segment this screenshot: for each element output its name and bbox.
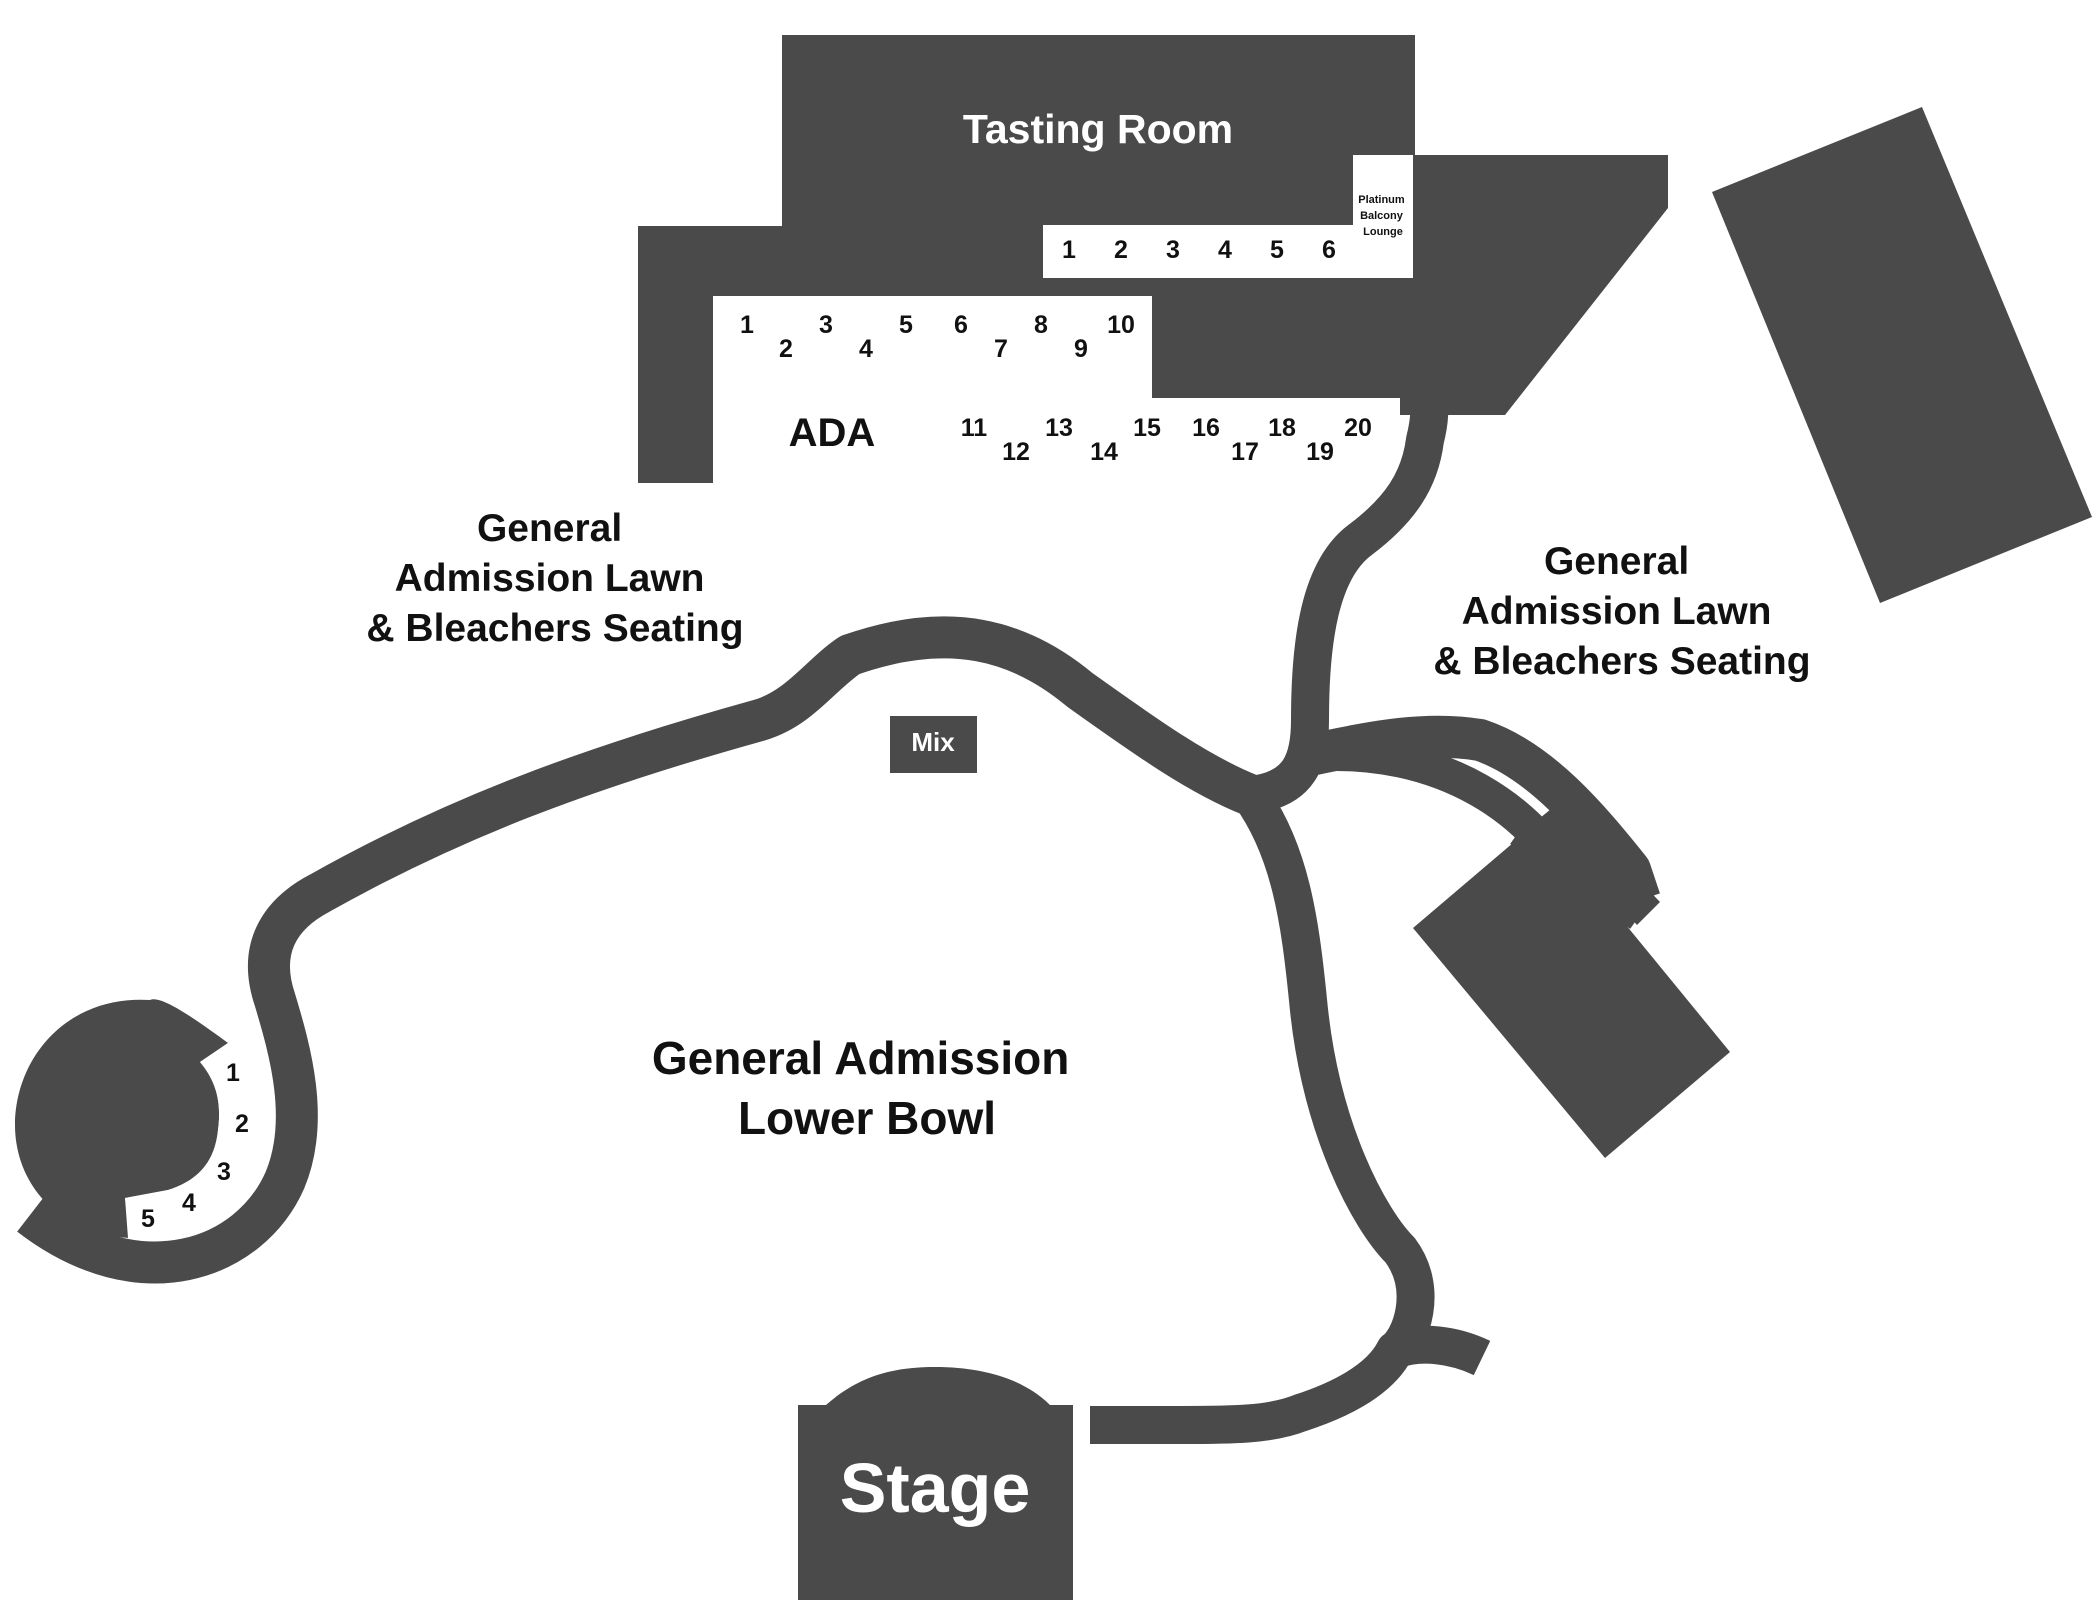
walkway-lower-bowl-right-edge bbox=[1090, 783, 1435, 1444]
balcony-seat[interactable]: 6 bbox=[1322, 236, 1336, 264]
ga-lawn-right-line-3: & Bleachers Seating bbox=[1433, 640, 1810, 683]
platinum-lounge-line-1: Platinum bbox=[1358, 194, 1405, 206]
balcony-seat[interactable]: 4 bbox=[1218, 236, 1232, 264]
walkway-left-loop bbox=[17, 616, 1258, 1284]
circle-booth-seat[interactable]: 4 bbox=[182, 1189, 196, 1217]
lower-row-seat[interactable]: 20 bbox=[1344, 414, 1372, 442]
lower-row-seat[interactable]: 19 bbox=[1306, 438, 1334, 466]
platinum-lounge-box bbox=[1353, 155, 1413, 278]
lower-row-seat-numbers: 11 12 13 14 15 16 17 18 19 20 bbox=[961, 414, 1372, 466]
mix-label: Mix bbox=[911, 727, 955, 757]
lower-row-seat[interactable]: 18 bbox=[1268, 414, 1296, 442]
platinum-lounge-label: Platinum Balcony Lounge bbox=[1358, 194, 1408, 238]
circle-booth-seat[interactable]: 1 bbox=[226, 1059, 240, 1087]
walkways bbox=[17, 388, 1660, 1444]
upper-row-seat[interactable]: 2 bbox=[779, 335, 793, 363]
balcony-seat[interactable]: 2 bbox=[1114, 236, 1128, 264]
lower-row-seat[interactable]: 16 bbox=[1192, 414, 1220, 442]
balcony-seat-numbers: 1 2 3 4 5 6 bbox=[1062, 236, 1336, 264]
stage-label: Stage bbox=[840, 1449, 1031, 1527]
balcony-seat[interactable]: 3 bbox=[1166, 236, 1180, 264]
upper-row-seat[interactable]: 4 bbox=[859, 335, 873, 363]
tasting-room-label: Tasting Room bbox=[963, 106, 1233, 152]
platinum-lounge-line-2: Balcony bbox=[1360, 210, 1404, 222]
upper-row-seat[interactable]: 9 bbox=[1074, 335, 1088, 363]
east-building bbox=[1712, 107, 2092, 603]
upper-row-seat[interactable]: 10 bbox=[1107, 311, 1135, 339]
southeast-building bbox=[1413, 820, 1730, 1158]
lower-bowl-label: General Admission Lower Bowl bbox=[652, 1032, 1082, 1144]
ga-lawn-left-line-1: General bbox=[477, 507, 622, 550]
ga-lawn-left-line-3: & Bleachers Seating bbox=[366, 607, 743, 650]
lower-row-seat[interactable]: 14 bbox=[1090, 438, 1118, 466]
lower-bowl-line-1: General Admission bbox=[652, 1032, 1070, 1084]
walkway-right-arm bbox=[1387, 1325, 1491, 1376]
upper-row-seat[interactable]: 7 bbox=[994, 335, 1008, 363]
balcony-seat-strip bbox=[1043, 225, 1413, 278]
lower-bowl-line-2: Lower Bowl bbox=[738, 1092, 996, 1144]
circle-booth-seat-numbers: 1 2 3 4 5 bbox=[141, 1059, 249, 1233]
ga-lawn-left-label: General Admission Lawn & Bleachers Seati… bbox=[366, 507, 743, 650]
platinum-lounge-line-3: Lounge bbox=[1363, 226, 1403, 238]
circle-booth-seat[interactable]: 3 bbox=[217, 1158, 231, 1186]
ga-lawn-right-label: General Admission Lawn & Bleachers Seati… bbox=[1433, 540, 1810, 683]
ga-lawn-right-line-1: General bbox=[1544, 540, 1689, 583]
lower-row-seat[interactable]: 13 bbox=[1045, 414, 1073, 442]
mix-position bbox=[890, 716, 977, 773]
ga-lawn-left-line-2: Admission Lawn bbox=[395, 557, 705, 600]
lower-row-seat[interactable]: 11 bbox=[961, 414, 988, 442]
upper-row-seat-numbers: 1 2 3 4 5 6 7 8 9 10 bbox=[740, 311, 1135, 363]
upper-row-seat[interactable]: 8 bbox=[1034, 311, 1048, 339]
circle-booth-inner-cut bbox=[125, 1043, 255, 1239]
lower-row-seat[interactable]: 12 bbox=[1002, 438, 1030, 466]
balcony-seat[interactable]: 5 bbox=[1270, 236, 1284, 264]
circle-booth bbox=[15, 999, 228, 1238]
stage-structure bbox=[798, 1367, 1073, 1600]
lower-row-seat[interactable]: 15 bbox=[1133, 414, 1161, 442]
upper-row-seat[interactable]: 6 bbox=[954, 311, 968, 339]
upper-row-seat[interactable]: 5 bbox=[899, 311, 913, 339]
upper-row-seat[interactable]: 1 bbox=[740, 311, 754, 339]
upper-row-seat[interactable]: 3 bbox=[819, 311, 833, 339]
lower-row-seat[interactable]: 17 bbox=[1231, 438, 1259, 466]
ga-lawn-right-line-2: Admission Lawn bbox=[1462, 590, 1772, 633]
circle-booth-seat[interactable]: 2 bbox=[235, 1110, 249, 1138]
walkway-north-stem bbox=[1247, 388, 1449, 814]
southeast-walkway-stub bbox=[1540, 800, 1660, 925]
circle-booth-seat[interactable]: 5 bbox=[141, 1205, 155, 1233]
ada-label: ADA bbox=[789, 411, 876, 455]
balcony-seat[interactable]: 1 bbox=[1062, 236, 1076, 264]
